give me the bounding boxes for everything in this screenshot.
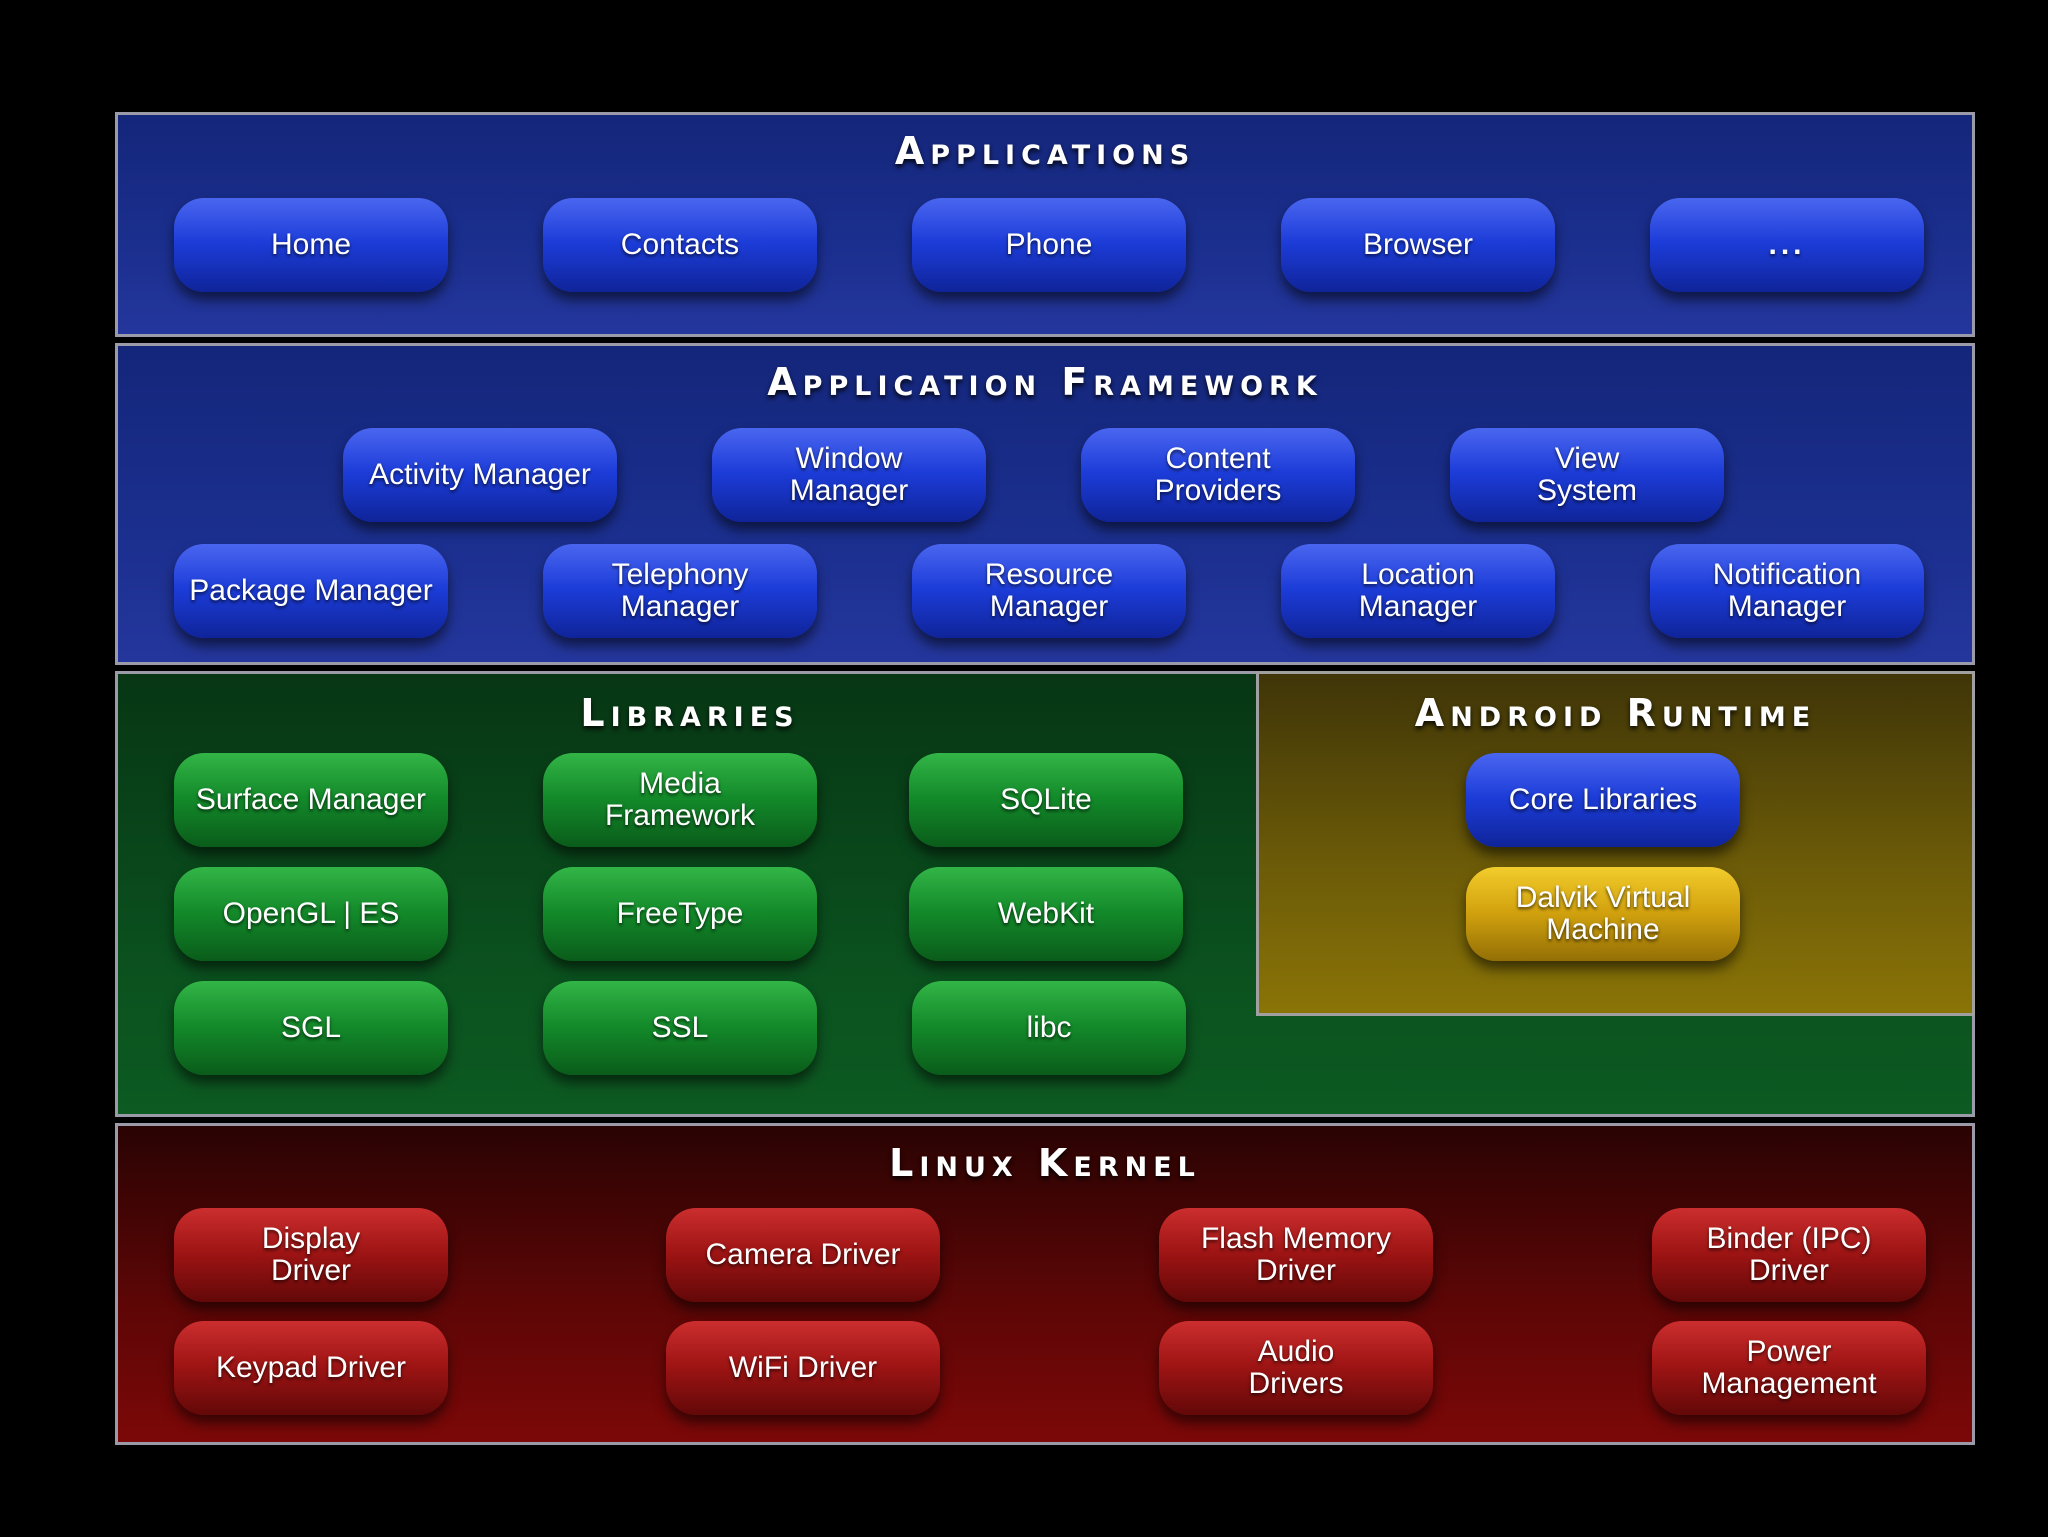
- lib-sgl[interactable]: SGL: [174, 981, 448, 1075]
- applications-title: Applications: [894, 129, 1196, 173]
- rt-dalvik-vm[interactable]: Dalvik Virtual Machine: [1466, 867, 1740, 961]
- kernel-audio-drivers[interactable]: Audio Drivers: [1159, 1321, 1433, 1415]
- fw-telephony-manager[interactable]: Telephony Manager: [543, 544, 817, 638]
- app-phone[interactable]: Phone: [912, 198, 1186, 292]
- fw-view-system[interactable]: View System: [1450, 428, 1724, 522]
- fw-resource-manager[interactable]: Resource Manager: [912, 544, 1186, 638]
- kernel-power-management[interactable]: Power Management: [1652, 1321, 1926, 1415]
- runtime-title: Android Runtime: [1414, 691, 1817, 735]
- lib-media-framework[interactable]: Media Framework: [543, 753, 817, 847]
- lib-surface-manager[interactable]: Surface Manager: [174, 753, 448, 847]
- app-contacts[interactable]: Contacts: [543, 198, 817, 292]
- lib-webkit[interactable]: WebKit: [909, 867, 1183, 961]
- kernel-binder-ipc-driver[interactable]: Binder (IPC) Driver: [1652, 1208, 1926, 1302]
- kernel-camera-driver[interactable]: Camera Driver: [666, 1208, 940, 1302]
- app-more[interactable]: ...: [1650, 198, 1924, 292]
- lib-sqlite[interactable]: SQLite: [909, 753, 1183, 847]
- fw-content-providers[interactable]: Content Providers: [1081, 428, 1355, 522]
- fw-notification-manager[interactable]: Notification Manager: [1650, 544, 1924, 638]
- framework-title: Application Framework: [767, 360, 1323, 404]
- fw-package-manager[interactable]: Package Manager: [174, 544, 448, 638]
- kernel-title: Linux Kernel: [889, 1141, 1201, 1185]
- fw-location-manager[interactable]: Location Manager: [1281, 544, 1555, 638]
- fw-window-manager[interactable]: Window Manager: [712, 428, 986, 522]
- lib-ssl[interactable]: SSL: [543, 981, 817, 1075]
- lib-freetype[interactable]: FreeType: [543, 867, 817, 961]
- fw-activity-manager[interactable]: Activity Manager: [343, 428, 617, 522]
- rt-core-libraries[interactable]: Core Libraries: [1466, 753, 1740, 847]
- kernel-display-driver[interactable]: Display Driver: [174, 1208, 448, 1302]
- app-home[interactable]: Home: [174, 198, 448, 292]
- lib-opengl-es[interactable]: OpenGL | ES: [174, 867, 448, 961]
- libraries-title: Libraries: [580, 691, 800, 735]
- lib-libc[interactable]: libc: [912, 981, 1186, 1075]
- app-browser[interactable]: Browser: [1281, 198, 1555, 292]
- kernel-wifi-driver[interactable]: WiFi Driver: [666, 1321, 940, 1415]
- kernel-flash-memory-driver[interactable]: Flash Memory Driver: [1159, 1208, 1433, 1302]
- kernel-keypad-driver[interactable]: Keypad Driver: [174, 1321, 448, 1415]
